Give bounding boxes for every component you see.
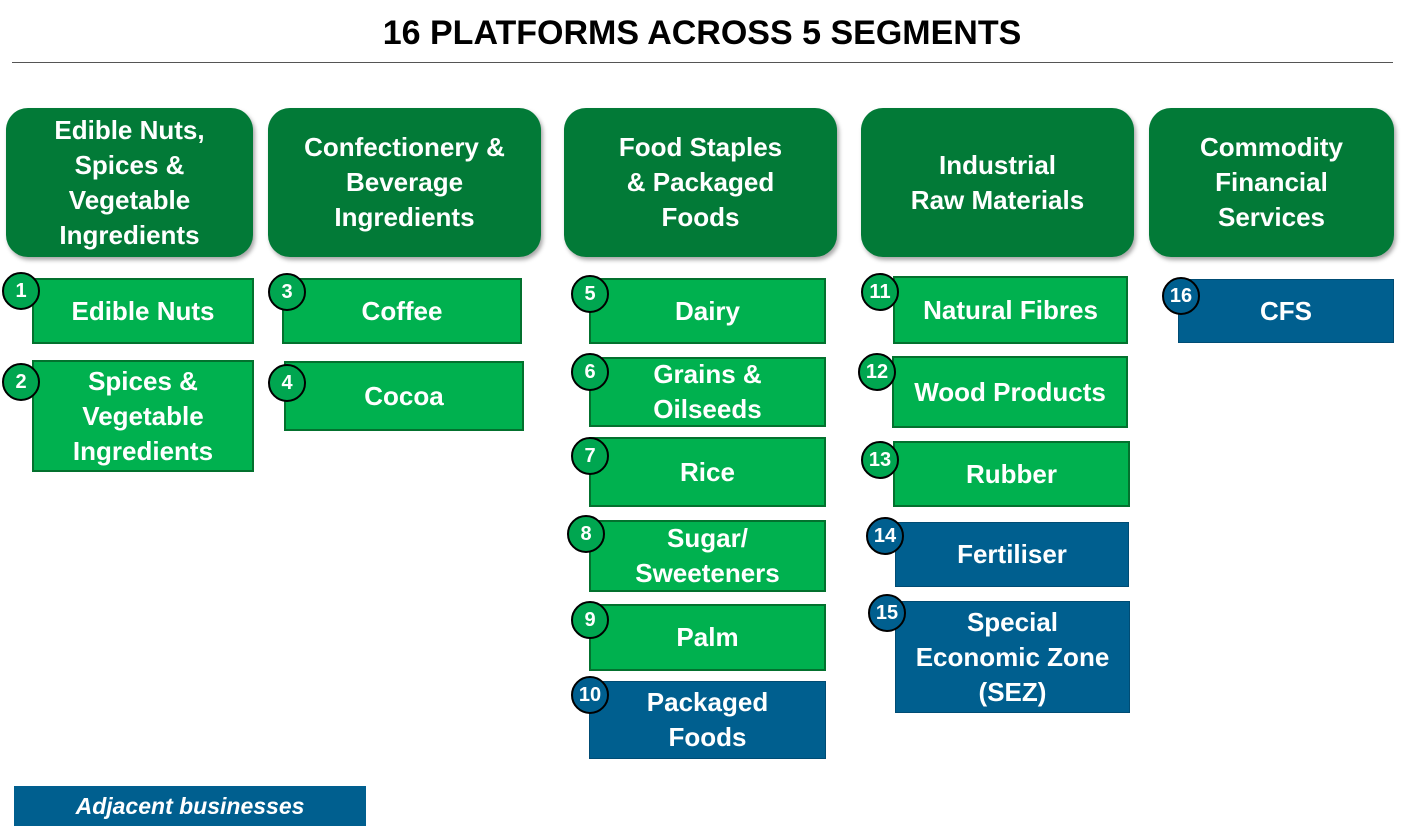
platform-coffee: Coffee: [282, 278, 522, 344]
platform-number-badge: 3: [268, 273, 306, 311]
segment-edible-nuts-spices: Edible Nuts, Spices & Vegetable Ingredie…: [6, 108, 253, 257]
platform-sugar-sweeteners: Sugar/ Sweeteners: [589, 520, 826, 592]
platform-special-economic-zone: Special Economic Zone (SEZ): [895, 601, 1130, 713]
platform-grains-oilseeds: Grains & Oilseeds: [589, 357, 826, 427]
platform-rice: Rice: [589, 437, 826, 507]
platform-edible-nuts: Edible Nuts: [32, 278, 254, 344]
segment-food-staples: Food Staples & Packaged Foods: [564, 108, 837, 257]
platform-spices-vegetable: Spices & Vegetable Ingredients: [32, 360, 254, 472]
platform-number-badge: 16: [1162, 277, 1200, 315]
platform-number-badge: 5: [571, 275, 609, 313]
platform-number-badge: 8: [567, 515, 605, 553]
platform-dairy: Dairy: [589, 278, 826, 344]
legend-adjacent-businesses: Adjacent businesses: [14, 786, 366, 826]
platform-cfs: CFS: [1178, 279, 1394, 343]
platform-number-badge: 2: [2, 363, 40, 401]
platform-number-badge: 1: [2, 272, 40, 310]
platform-number-badge: 11: [861, 273, 899, 311]
platform-number-badge: 10: [571, 676, 609, 714]
platform-number-badge: 13: [861, 441, 899, 479]
segment-confectionery-beverage: Confectionery & Beverage Ingredients: [268, 108, 541, 257]
platform-number-badge: 12: [858, 353, 896, 391]
segment-commodity-financial-services: Commodity Financial Services: [1149, 108, 1394, 257]
platform-natural-fibres: Natural Fibres: [893, 276, 1128, 344]
platform-number-badge: 15: [868, 594, 906, 632]
platform-number-badge: 14: [866, 517, 904, 555]
platform-cocoa: Cocoa: [284, 361, 524, 431]
platform-number-badge: 6: [571, 353, 609, 391]
platform-packaged-foods: Packaged Foods: [589, 681, 826, 759]
title-divider: [12, 62, 1393, 63]
platform-number-badge: 7: [571, 437, 609, 475]
page-title: 16 PLATFORMS ACROSS 5 SEGMENTS: [382, 14, 1022, 52]
platform-wood-products: Wood Products: [892, 356, 1128, 428]
platform-number-badge: 9: [571, 601, 609, 639]
segment-industrial-raw-materials: Industrial Raw Materials: [861, 108, 1134, 257]
platform-number-badge: 4: [268, 364, 306, 402]
platform-rubber: Rubber: [893, 441, 1130, 507]
platform-palm: Palm: [589, 604, 826, 671]
platform-fertiliser: Fertiliser: [895, 522, 1129, 587]
